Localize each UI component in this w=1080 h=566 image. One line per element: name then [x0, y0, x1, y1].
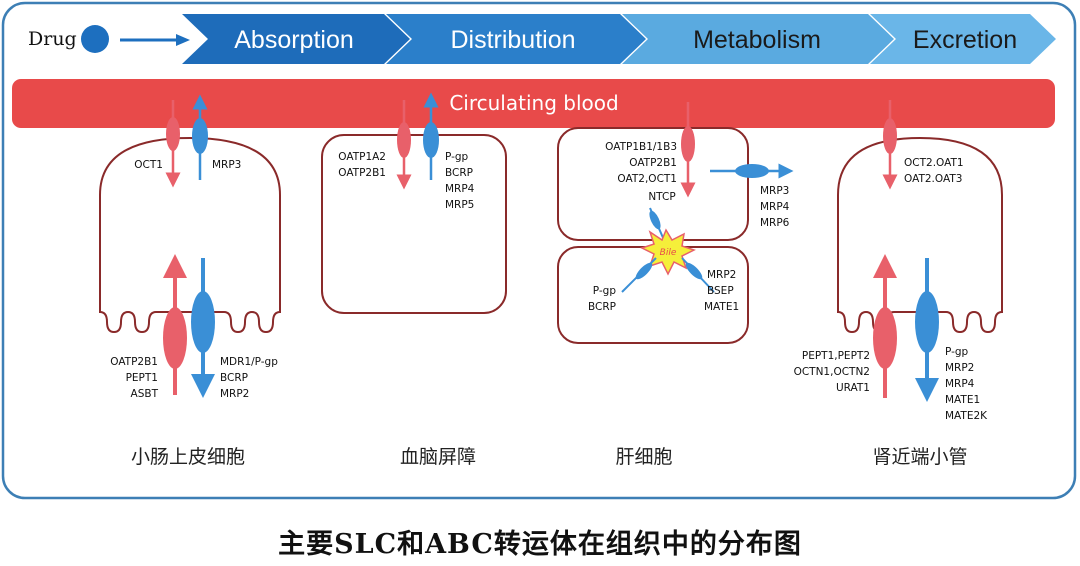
intestine-basal-blue-label-1: MDR1/P-gp — [220, 356, 278, 368]
liver-lower-right-label-2: BSEP — [707, 285, 734, 297]
intestine-basal-red-label-3: ASBT — [131, 388, 159, 400]
kidney-basal-blue-label-5: MATE2K — [945, 410, 988, 422]
intestine-basal-red-transporter — [163, 307, 187, 369]
kidney-basal-blue-label-1: P-gp — [945, 346, 969, 358]
intestine-cell-name: 小肠上皮细胞 — [131, 446, 245, 468]
drug-label: Drug — [28, 28, 77, 50]
liver-upper-red-transporter — [681, 126, 695, 162]
kidney-cell-outline — [837, 136, 1003, 334]
liver-lower-right-transporter — [685, 262, 703, 280]
kidney-basal-red-label-1: PEPT1,PEPT2 — [802, 350, 870, 362]
bbb-blue-label-1: P-gp — [445, 151, 469, 163]
bbb-blue-label-2: BCRP — [445, 167, 473, 179]
stage-chevron-excretion — [870, 14, 1056, 64]
figure-caption: 主要SLC和ABC转运体在组织中的分布图 — [278, 529, 802, 560]
kidney-basal-red-label-3: URAT1 — [836, 382, 870, 394]
liver-ntcp-label: NTCP — [648, 191, 675, 203]
intestine-cell-outline — [99, 136, 281, 334]
liver-upper-red-label-1: OATP1B1/1B3 — [605, 141, 677, 153]
kidney-basal-blue-label-4: MATE1 — [945, 394, 980, 406]
stage-chevron-distribution — [386, 14, 646, 64]
liver-upper-red-label-3: OAT2,OCT1 — [617, 173, 677, 185]
intestine-oct1-transporter — [166, 117, 180, 151]
intestine-mrp3-transporter — [192, 118, 208, 154]
liver-lower-left-label-1: P-gp — [593, 285, 617, 297]
stage-chevron-absorption — [182, 14, 410, 64]
stage-metabolism-label: Metabolism — [693, 26, 821, 54]
liver-upper-blue-label-2: MRP4 — [760, 201, 790, 213]
kidney-basal-blue-label-2: MRP2 — [945, 362, 974, 374]
kidney-basal-red-label-2: OCTN1,OCTN2 — [794, 366, 870, 378]
bbb-cell-outline — [321, 134, 507, 314]
liver-lower-left-label-2: BCRP — [588, 301, 616, 313]
bile-burst-icon — [640, 228, 696, 276]
liver-upper-blue-label-3: MRP6 — [760, 217, 790, 229]
stage-distribution-label: Distribution — [450, 26, 575, 54]
bbb-red-label-1: OATP1A2 — [338, 151, 386, 163]
liver-efflux-transporter — [735, 164, 769, 178]
intestine-oct1-label: OCT1 — [134, 159, 163, 171]
intestine-basal-blue-transporter — [191, 291, 215, 353]
intestine-mrp3-label: MRP3 — [212, 159, 241, 171]
bbb-blue-transporter — [423, 122, 439, 158]
drug-circle-icon — [81, 25, 109, 53]
liver-lower-right-label-3: MATE1 — [704, 301, 739, 313]
bbb-blue-label-4: MRP5 — [445, 199, 474, 211]
bbb-cell-name: 血脑屏障 — [400, 446, 476, 468]
intestine-basal-blue-label-2: BCRP — [220, 372, 248, 384]
intestine-basal-red-label-2: PEPT1 — [126, 372, 158, 384]
kidney-apical-label-1: OCT2.OAT1 — [904, 157, 964, 169]
liver-lower-right-label-1: MRP2 — [707, 269, 736, 281]
stage-chevron-metabolism — [622, 14, 894, 64]
liver-ntcp-transporter — [649, 210, 661, 230]
kidney-cell-name: 肾近端小管 — [872, 446, 967, 468]
liver-cell-name: 肝细胞 — [615, 446, 672, 468]
circulating-blood-bar — [12, 79, 1055, 128]
liver-upper-red-label-2: OATP2B1 — [629, 157, 677, 169]
bile-label: Bile — [660, 248, 677, 258]
intestine-basal-blue-label-3: MRP2 — [220, 388, 249, 400]
bbb-red-label-2: OATP2B1 — [338, 167, 386, 179]
kidney-apical-label-2: OAT2.OAT3 — [904, 173, 962, 185]
circulating-blood-label: Circulating blood — [449, 91, 618, 115]
liver-upper-blue-label-1: MRP3 — [760, 185, 789, 197]
outer-frame — [1, 1, 1077, 500]
kidney-basal-blue-transporter — [915, 291, 939, 353]
bbb-blue-label-3: MRP4 — [445, 183, 475, 195]
liver-lower-left-transporter — [635, 262, 653, 280]
drug-arrowhead-icon — [176, 34, 190, 46]
kidney-basal-blue-label-3: MRP4 — [945, 378, 975, 390]
kidney-apical-transporter — [883, 118, 897, 154]
stage-excretion-label: Excretion — [913, 26, 1017, 54]
stage-absorption-label: Absorption — [234, 26, 354, 54]
kidney-basal-red-transporter — [873, 307, 897, 369]
intestine-basal-red-label-1: OATP2B1 — [110, 356, 158, 368]
bbb-red-transporter — [397, 122, 411, 158]
